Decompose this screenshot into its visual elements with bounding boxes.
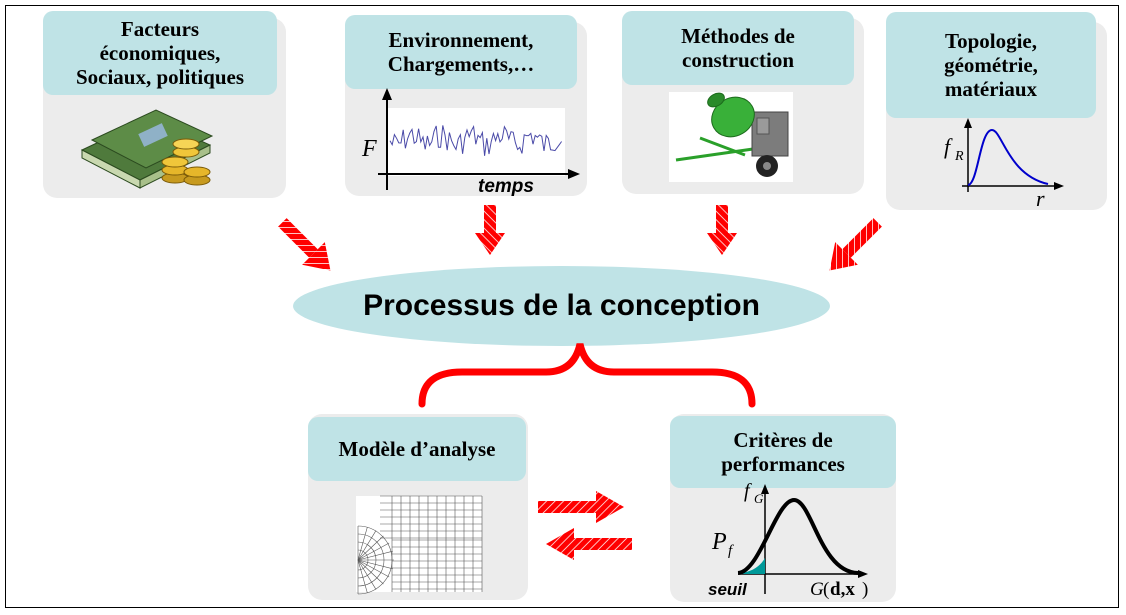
cement-mixer-icon <box>669 92 793 182</box>
performance-pdf-label: f <box>744 480 752 502</box>
performance-pdf-subscript: G <box>754 491 764 506</box>
economic-factors-title: Facteurs économiques, Sociaux, politique… <box>43 11 277 95</box>
input-arrows <box>278 205 882 271</box>
arrow-criteria-to-model <box>546 528 632 560</box>
limit-state-open-paren: ( <box>823 579 829 600</box>
arrow-model-to-criteria <box>538 491 624 523</box>
arrow-economic-to-process <box>278 218 331 271</box>
arrow-environment-to-process <box>475 205 505 255</box>
failure-probability-label: P <box>711 529 727 555</box>
threshold-label: seuil <box>708 580 748 599</box>
model-criteria-arrows <box>538 491 632 560</box>
performance-pdf-graph: f G P f seuil G ( d,x ) <box>708 480 868 600</box>
arrow-construction-to-process <box>707 205 737 255</box>
design-process-label: Processus de la conception <box>363 289 760 322</box>
resistance-pdf-label: f <box>944 134 953 159</box>
load-time-graph: F temps <box>361 88 580 197</box>
resistance-pdf-graph: f R r <box>944 118 1064 211</box>
mesh-grid-icon <box>356 495 483 595</box>
failure-probability-area <box>738 558 765 574</box>
curly-brace <box>418 343 756 408</box>
limit-state-close-paren: ) <box>862 579 868 600</box>
arrow-topology-to-process <box>829 218 882 271</box>
limit-state-args: d,x <box>830 579 855 600</box>
design-process-ellipse: Processus de la conception <box>293 266 830 346</box>
resistance-axis-label: r <box>1036 186 1045 211</box>
topology-title: Topologie, géométrie, matériaux <box>886 12 1096 118</box>
analysis-model-title: Modèle d’analyse <box>308 417 526 481</box>
failure-probability-subscript: f <box>728 543 734 559</box>
load-axis-label: F <box>361 136 377 162</box>
money-icon <box>80 109 214 189</box>
construction-title: Méthodes de construction <box>622 11 854 85</box>
performance-criteria-title: Critères de performances <box>670 416 896 488</box>
limit-state-function-label: G <box>810 579 824 600</box>
resistance-pdf-subscript: R <box>954 149 964 164</box>
time-axis-label: temps <box>478 176 534 197</box>
environment-title: Environnement, Chargements,… <box>345 15 577 89</box>
diagram-frame <box>5 5 1119 608</box>
